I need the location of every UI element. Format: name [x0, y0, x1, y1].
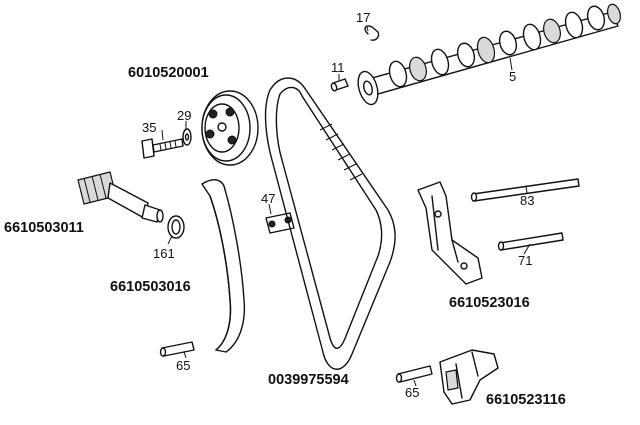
washer-part [182, 128, 192, 146]
guide-pin-right [395, 365, 433, 383]
leader-lines [161, 26, 531, 387]
label-6610503011: 6610503011 [4, 220, 84, 236]
label-83: 83 [520, 193, 534, 208]
label-71: 71 [518, 253, 532, 268]
label-17: 17 [356, 10, 370, 25]
label-29: 29 [177, 108, 191, 123]
bolt-part [141, 138, 184, 159]
camshaft-sprocket [201, 90, 259, 166]
seal-ring-part [167, 215, 185, 239]
tensioner-rail [201, 179, 246, 353]
label-6010520001: 6010520001 [128, 65, 209, 81]
chain-tensioner [77, 171, 164, 223]
label-11: 11 [331, 60, 345, 75]
label-35: 35 [142, 120, 156, 135]
pin-part-11 [330, 78, 349, 92]
label-6610523116: 6610523116 [486, 392, 566, 408]
pin-part-83 [470, 178, 580, 202]
clip-part [364, 25, 380, 41]
label-47: 47 [261, 191, 275, 206]
label-65-left: 65 [176, 358, 190, 373]
label-6610523016: 6610523016 [449, 295, 530, 311]
camshaft [357, 3, 621, 106]
label-0039975594: 0039975594 [268, 372, 349, 388]
label-6610503016: 6610503016 [110, 279, 191, 295]
guide-rail [417, 181, 483, 285]
label-5: 5 [509, 69, 516, 84]
timing-chain [264, 77, 396, 370]
guide-pin-left [159, 341, 195, 357]
label-161: 161 [153, 246, 175, 261]
pin-part-71 [497, 232, 564, 251]
label-65-right: 65 [405, 385, 419, 400]
chain-link-part [265, 212, 295, 234]
lower-guide [439, 349, 499, 405]
